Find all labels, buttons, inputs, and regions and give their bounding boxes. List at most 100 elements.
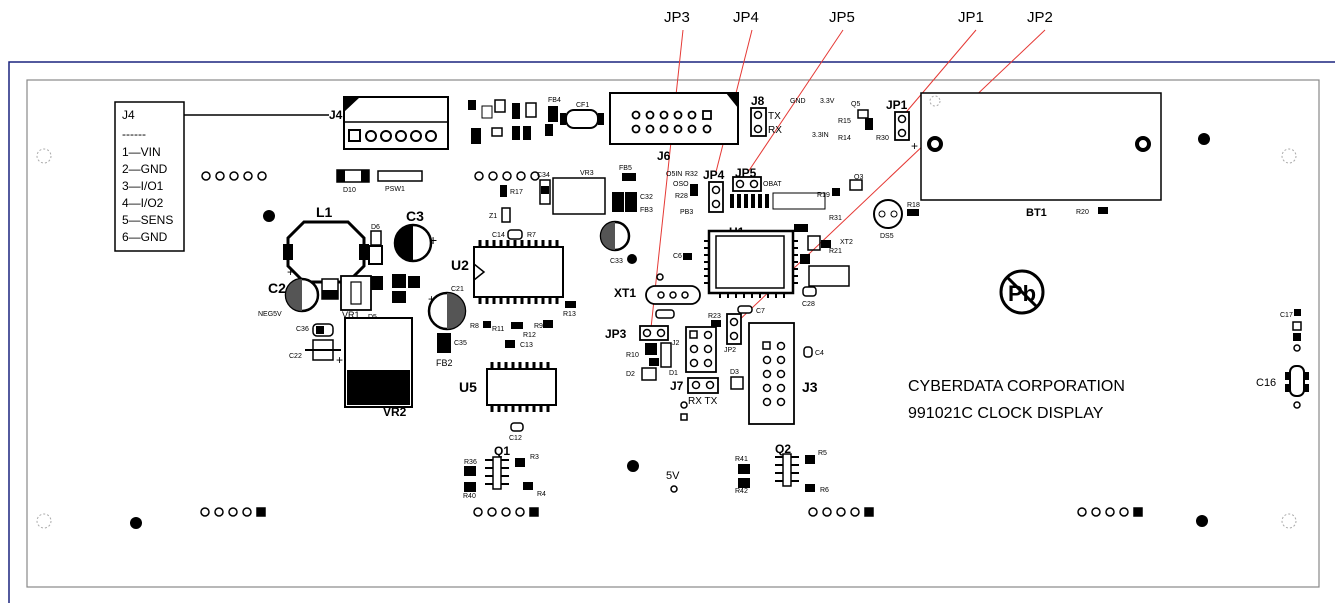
neg5v-label: NEG5V [258, 311, 282, 318]
pad-row-2 [474, 171, 540, 181]
j4-pin-5: 5—SENS [122, 213, 173, 227]
c36-label: C36 [296, 326, 309, 333]
r40-label: R40 [463, 493, 476, 500]
corporate-name: CYBERDATA CORPORATION [908, 378, 1125, 395]
callout-jp1: JP1 [958, 9, 984, 26]
j7-header: J7 RX TX D3 [670, 369, 744, 421]
c33-capacitor: C33 [599, 220, 631, 265]
j4-pin-3: 3—I/O1 [122, 179, 164, 193]
j4-legend-separator: ------ [122, 127, 146, 141]
r6-label: R6 [820, 487, 829, 494]
svg-text:+: + [428, 292, 435, 306]
vr3-label: VR3 [580, 170, 594, 177]
r7-label: R7 [527, 232, 536, 239]
r17-label: R17 [510, 189, 523, 196]
j2-label: J2 [672, 340, 680, 347]
c28-label: C28 [802, 301, 815, 308]
q3-label: Q3 [854, 174, 863, 181]
u5-ic: U5 C12 [459, 362, 557, 442]
pad-row-7 [1077, 507, 1143, 517]
r41-label: R41 [735, 456, 748, 463]
c3-capacitor: C3 + [393, 208, 437, 263]
j4-legend: J4 ------ 1—VIN 2—GND 3—I/O1 4—I/O2 5—SE… [114, 101, 329, 252]
r36-label: R36 [464, 459, 477, 466]
vr1-label: VR1 [342, 310, 360, 320]
r19-label: R19 [817, 192, 830, 199]
v33in-label: 3.3IN [812, 132, 829, 139]
j4-pin-6: 6—GND [122, 230, 168, 244]
mount-hole-icon [36, 148, 52, 164]
c13-label: C13 [520, 342, 533, 349]
gnd-label: GND [790, 98, 806, 105]
c2-capacitor: C2 + NEG5V [258, 265, 339, 318]
callout-jp2: JP2 [1027, 9, 1053, 26]
ds5-label: DS5 [880, 233, 894, 240]
fb2-label: FB2 [436, 358, 453, 368]
via-dot-icon [627, 254, 637, 264]
svg-text:+: + [911, 139, 918, 153]
svg-text:+: + [287, 265, 294, 279]
r15-label: R15 [838, 118, 851, 125]
c22-label: C22 [289, 353, 302, 360]
j2-header: R23 [685, 313, 721, 373]
j6-header: J6 [609, 92, 739, 163]
d3-label: D3 [730, 369, 739, 376]
c12-label: C12 [509, 435, 522, 442]
u2-label: U2 [451, 257, 469, 273]
r11-label: R11 [492, 326, 504, 333]
j6-label: J6 [657, 149, 671, 163]
r28-label: R28 [675, 193, 688, 200]
callout-jp5: JP5 [829, 9, 855, 26]
via-dot-icon [263, 210, 275, 222]
mid-small-parts: R17 Z1 C14 R7 R13 R8 R11 R9 R12 C13 [470, 185, 576, 349]
jp3-jumper: JP3 R10 D2 D1 J2 [605, 309, 680, 381]
d10-psw1: D10 PSW1 [336, 169, 423, 194]
j4-legend-box [114, 101, 185, 252]
pad-row-5 [473, 507, 539, 517]
r5-label: R5 [818, 450, 827, 457]
r20-label: R20 [1076, 209, 1089, 216]
c35-fb2: C35 FB2 [436, 333, 467, 368]
r9-label: R9 [534, 323, 543, 330]
d1-label: D1 [669, 370, 678, 377]
psw1-label: PSW1 [385, 186, 405, 193]
c21-capacitor: C21 + [427, 286, 467, 331]
q5-label: Q5 [851, 101, 860, 108]
board-part-number: 991021C CLOCK DISPLAY [908, 405, 1104, 422]
j3-header: J3 C4 [748, 322, 824, 425]
j4-pin-4: 4—I/O2 [122, 196, 164, 210]
r3-label: R3 [530, 454, 539, 461]
v5-label: 5V [666, 470, 680, 482]
l1-label: L1 [316, 204, 333, 220]
u1-ic: U1 [704, 225, 798, 298]
bt1-battery: + BT1 R20 [911, 92, 1162, 219]
lead-free-icon: Pb [999, 269, 1045, 315]
jp3-label: JP3 [605, 327, 627, 341]
c3-label: C3 [406, 208, 424, 224]
o5in-label: O5IN [666, 171, 682, 178]
via-dot-icon [627, 460, 639, 472]
d10-label: D10 [343, 187, 356, 194]
pad-row-4 [200, 507, 266, 517]
r13-label: R13 [563, 311, 576, 318]
c6-label: C6 [673, 253, 682, 260]
jp1-label: JP1 [886, 98, 908, 112]
q2-transistor: Q2 R41 R42 R5 R6 [735, 442, 829, 495]
pad-row-1 [201, 171, 267, 181]
j4-pin-1: 1—VIN [122, 145, 161, 159]
r30-label: R30 [876, 135, 889, 142]
via-dot-icon [1196, 515, 1208, 527]
c21-label: C21 [451, 286, 464, 293]
fb4-label: FB4 [548, 97, 561, 104]
outer-frame [8, 61, 1335, 603]
leader-jp3 [650, 29, 684, 329]
xt1-label: XT1 [614, 286, 636, 300]
r14-label: R14 [838, 135, 851, 142]
j4-header: J4 [329, 96, 449, 150]
svg-text:+: + [336, 353, 343, 367]
oso-label: OSO [673, 181, 689, 188]
c7-label: C7 [756, 308, 765, 315]
c2-label: C2 [268, 280, 286, 296]
jp2-label: JP2 [724, 347, 736, 354]
